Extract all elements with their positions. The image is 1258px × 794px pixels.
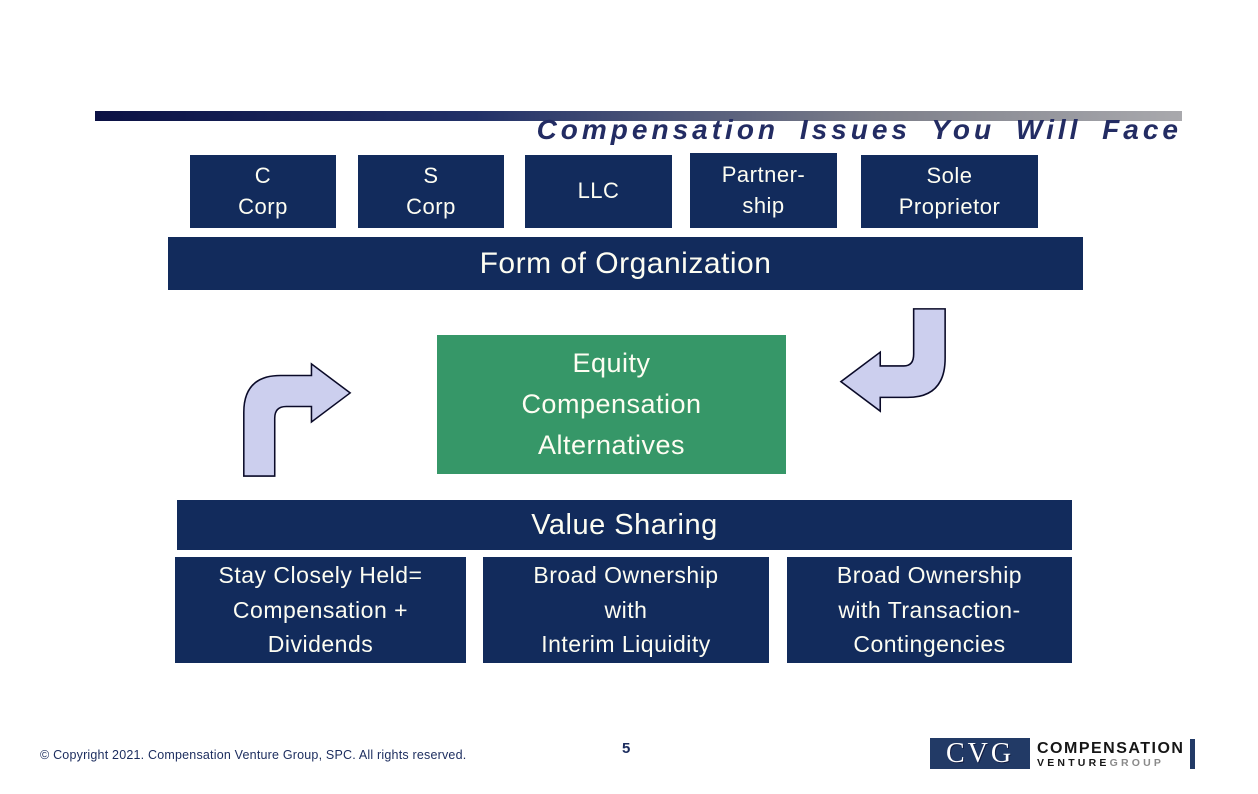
value-box-interim-liquidity: Broad Ownership with Interim Liquidity <box>483 557 769 663</box>
value-box-label: Broad Ownership with Transaction- Contin… <box>836 562 1023 658</box>
value-sharing-label: Value Sharing <box>531 508 718 541</box>
form-of-organization-bar: Form of Organization <box>168 237 1083 290</box>
form-of-organization-label: Form of Organization <box>479 246 772 280</box>
logo-end-bar <box>1190 739 1196 769</box>
org-box-label: LLC <box>577 178 620 204</box>
copyright-text: © Copyright 2021. Compensation Venture G… <box>40 748 467 762</box>
org-box-s-corp: S Corp <box>358 155 504 228</box>
org-box-label: S Corp <box>406 162 456 219</box>
org-box-llc: LLC <box>525 155 672 228</box>
logo-compensation-text: COMPENSATION <box>1037 739 1185 757</box>
value-box-closely-held: Stay Closely Held= Compensation + Divide… <box>175 557 466 663</box>
page-number: 5 <box>622 740 631 757</box>
curved-arrow-right-icon <box>243 362 352 477</box>
title-accent-bar <box>95 111 1182 121</box>
logo-venture-text: VENTURE <box>1037 756 1110 769</box>
org-box-label: Partner- ship <box>721 161 806 218</box>
org-box-c-corp: C Corp <box>190 155 336 228</box>
equity-compensation-label: Equity Compensation Alternatives <box>521 347 702 461</box>
logo-venture-group-text: VENTUREGROUP <box>1037 757 1184 769</box>
cvg-logo: CVG COMPENSATION VENTUREGROUP <box>930 738 1196 772</box>
equity-compensation-box: Equity Compensation Alternatives <box>437 335 786 474</box>
org-box-label: Sole Proprietor <box>898 162 1001 219</box>
org-box-label: C Corp <box>238 162 288 219</box>
cvg-logo-text: COMPENSATION VENTUREGROUP <box>1037 738 1184 772</box>
org-box-partnership: Partner- ship <box>690 153 837 228</box>
value-box-transaction-contingencies: Broad Ownership with Transaction- Contin… <box>787 557 1072 663</box>
cvg-monogram: CVG <box>930 738 1030 769</box>
value-box-label: Broad Ownership with Interim Liquidity <box>533 562 719 658</box>
value-sharing-bar: Value Sharing <box>177 500 1072 550</box>
value-box-label: Stay Closely Held= Compensation + Divide… <box>218 562 423 658</box>
slide-title: Compensation Issues You Will Face <box>536 114 1182 145</box>
org-box-sole-proprietor: Sole Proprietor <box>861 155 1038 228</box>
curved-arrow-left-icon <box>839 308 946 413</box>
logo-group-text: GROUP <box>1109 756 1165 769</box>
